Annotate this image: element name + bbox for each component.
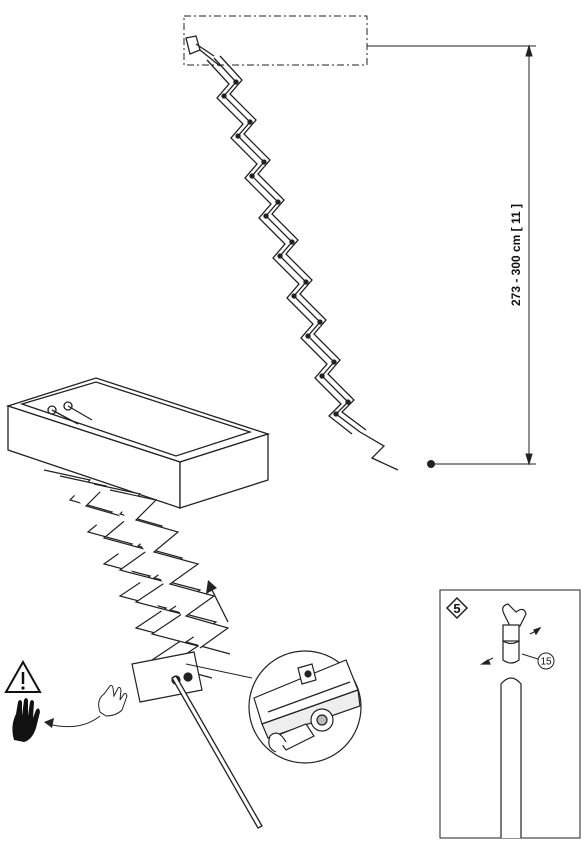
- warning-triangle-icon: [4, 659, 42, 693]
- hand-outline-icon: [98, 684, 128, 717]
- step-number-badge: 5: [445, 596, 469, 620]
- detail-magnifier: [248, 650, 362, 764]
- extended-ladder: [185, 35, 367, 435]
- ladder-foot: [427, 460, 435, 468]
- height-dimension: [367, 44, 536, 466]
- hatch-box: [5, 377, 271, 509]
- pull-direction-arrow: [206, 580, 229, 623]
- opening-pole: [171, 675, 263, 829]
- ceiling-hatch-outline: [183, 15, 368, 66]
- part-callout: 15: [521, 652, 555, 670]
- no-hand-icon: [12, 698, 40, 742]
- svg-text:5: 5: [453, 601, 460, 616]
- extended-ladder-lower: [359, 431, 399, 471]
- hand-move-arrow: [44, 715, 101, 728]
- height-dimension-label: 273 - 300 cm [ 11 ]: [509, 204, 523, 306]
- pole-shaft: [500, 677, 522, 838]
- detail-leader: [185, 663, 253, 679]
- pole-hook-assembly: [480, 603, 542, 665]
- folded-ladder: [43, 469, 231, 703]
- svg-text:15: 15: [540, 657, 552, 668]
